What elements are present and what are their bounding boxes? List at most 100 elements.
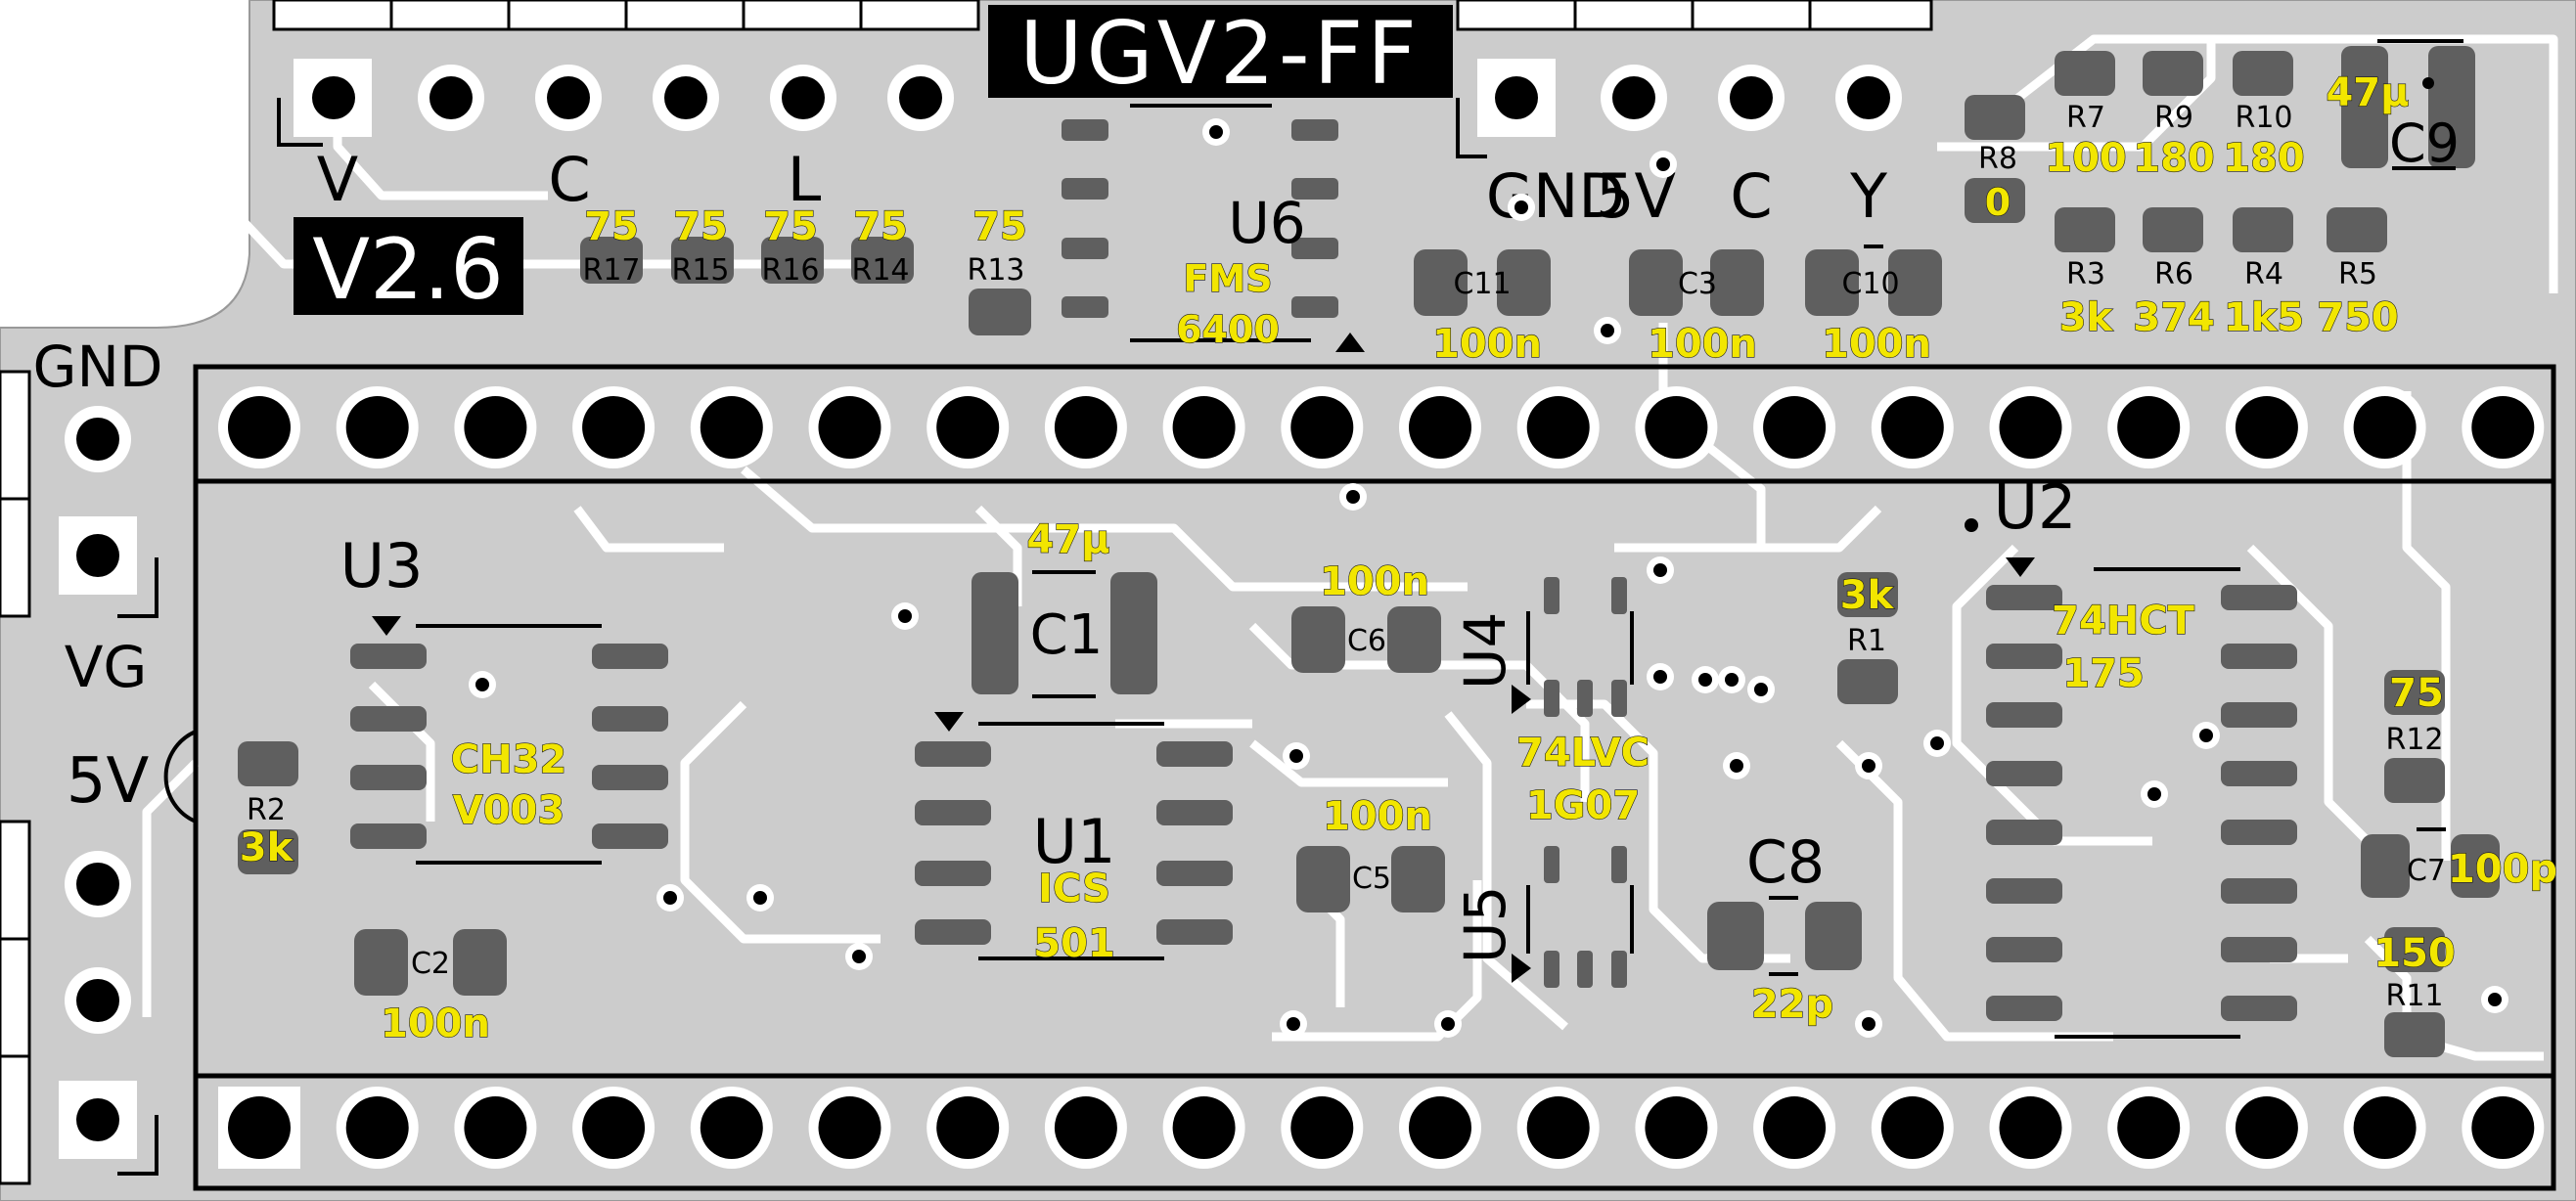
u1-value-line2: 501: [1033, 921, 1115, 966]
via-hole: [1287, 1017, 1300, 1031]
chip-u1: U1 ICS 501: [915, 712, 1233, 967]
module-pin-hole: [345, 396, 409, 459]
r13-ref: R13: [967, 253, 1024, 288]
module-pin-hole: [1409, 1096, 1471, 1159]
capacitor-c3: C3 100n: [1629, 249, 1764, 368]
r12-value: 75: [2389, 671, 2444, 716]
module-pin-hole: [1054, 1096, 1117, 1159]
c9-value: 47µ: [2326, 70, 2409, 115]
r7-value: 100: [2045, 136, 2127, 181]
via-hole: [852, 950, 866, 963]
u3-value-line1: CH32: [451, 737, 567, 782]
via-hole: [1514, 200, 1528, 214]
u2-pad: [1986, 878, 2062, 904]
module-pin-hole: [1645, 396, 1708, 459]
left-header: [0, 370, 158, 1185]
module-pin-row-bottom: [218, 1087, 2545, 1169]
header-label-c: C: [548, 144, 590, 215]
module-pin-hole: [2235, 1096, 2298, 1159]
u6-value-line2: 6400: [1176, 308, 1280, 351]
module-outline: [193, 364, 2556, 1191]
c9-ref: C9: [2389, 112, 2460, 174]
module-pin-hole: [1409, 396, 1471, 459]
u1-value-line1: ICS: [1038, 867, 1110, 912]
via-hole: [1289, 749, 1303, 763]
via-hole: [1930, 736, 1944, 750]
chip-u4: U4 74LVC 1G07: [1452, 577, 1650, 829]
u3-value-line2: V003: [453, 788, 565, 833]
resistor-r10: R10 180: [2223, 51, 2305, 182]
c11-ref: C11: [1453, 267, 1511, 301]
module-pin-hole: [1526, 396, 1590, 459]
module-pin-hole: [1763, 396, 1827, 459]
u2-pad: [1986, 702, 2062, 728]
r11-ref: R11: [2385, 979, 2443, 1013]
u2-pad: [2221, 820, 2297, 845]
via-hole: [475, 678, 489, 691]
u6-ref: U6: [1228, 190, 1305, 256]
module-pin-hole: [1526, 1096, 1590, 1159]
u2-pad: [1986, 585, 2062, 610]
r10-ref: R10: [2235, 101, 2292, 135]
u2-pad: [2221, 702, 2297, 728]
via-hole: [1346, 490, 1360, 504]
module-pin-hole: [582, 396, 646, 459]
r10-value: 180: [2223, 136, 2305, 181]
module-pin-hole: [936, 1096, 1000, 1159]
resistor-r1: 3k R1: [1837, 572, 1898, 704]
module-pin-hole: [2117, 1096, 2181, 1159]
r5-ref: R5: [2338, 257, 2377, 291]
r17-ref: R17: [582, 253, 640, 288]
capacitor-c2: C2 100n: [354, 929, 507, 1047]
module-pin-hole: [345, 1096, 409, 1159]
top-header-left: [272, 0, 980, 147]
module-pin-hole: [2471, 1096, 2535, 1159]
chip-u6: U6 FMS 6400: [1062, 104, 1365, 352]
c5-value: 100n: [1323, 794, 1432, 839]
r2-value: 3k: [240, 825, 294, 870]
version-label: V2.6: [312, 221, 504, 319]
header-label-v: V: [317, 144, 358, 215]
r14-value: 75: [853, 204, 908, 249]
chip-u5: U5: [1452, 846, 1634, 988]
module-pin-hole: [2353, 1096, 2417, 1159]
c6-ref: C6: [1347, 624, 1386, 658]
resistor-r13: 75 R13: [967, 203, 1031, 335]
module-pin-hole: [700, 396, 763, 459]
c3-ref: C3: [1678, 267, 1717, 301]
via-hole: [1653, 670, 1667, 684]
via-hole: [2199, 729, 2213, 742]
header-label-l: L: [788, 144, 822, 215]
module-pin-hole: [228, 396, 291, 459]
u2-value-line2: 175: [2062, 651, 2145, 696]
u2-pad: [2221, 878, 2297, 904]
capacitor-c6: 100n C6: [1291, 558, 1441, 673]
r16-value: 75: [763, 204, 818, 249]
module-pin-hole: [1054, 396, 1117, 459]
header-label-c2: C: [1730, 160, 1772, 232]
c8-value: 22p: [1751, 982, 1833, 1027]
u6-value-line1: FMS: [1183, 257, 1272, 300]
resistor-r14: 75 R14: [851, 203, 914, 288]
r12-ref: R12: [2385, 723, 2443, 757]
chip-u2-silk: U2 74HCT 175: [1965, 471, 2240, 1039]
top-header-right: [1456, 0, 1933, 158]
r14-ref: R14: [851, 253, 909, 288]
via-hole: [663, 891, 677, 905]
header-label-y: Y: [1849, 160, 1887, 232]
module-pin-hole: [1645, 1096, 1708, 1159]
r13-value: 75: [972, 204, 1027, 249]
u4-value-line1: 74LVC: [1516, 731, 1650, 776]
via-hole: [1441, 1017, 1455, 1031]
via-hole: [1730, 759, 1743, 773]
capacitor-c8: C8 22p: [1707, 828, 1862, 1028]
u2-pad: [1986, 644, 2062, 669]
via-hole: [1725, 673, 1739, 687]
module-pin-hole: [2471, 396, 2535, 459]
r3-ref: R3: [2066, 257, 2105, 291]
c5-ref: C5: [1352, 862, 1391, 896]
module-pin-hole: [2117, 396, 2181, 459]
resistor-r16: 75 R16: [761, 203, 824, 288]
r9-value: 180: [2133, 136, 2215, 181]
